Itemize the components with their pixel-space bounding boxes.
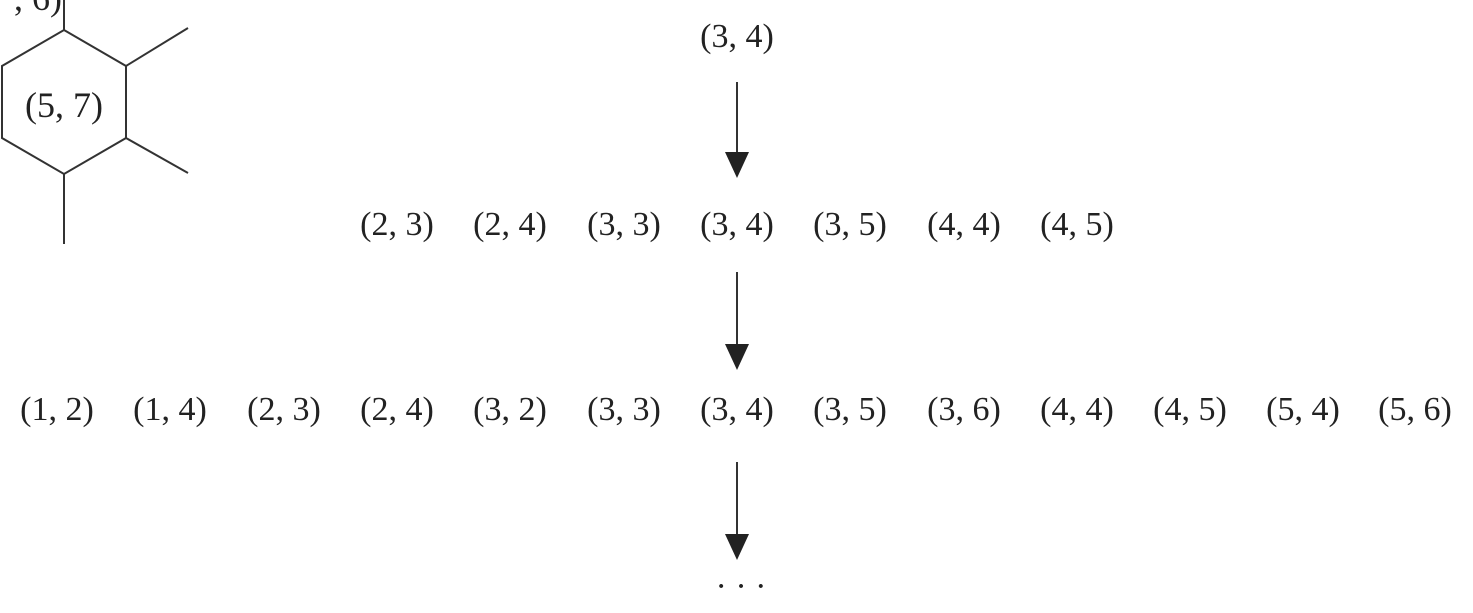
continuation-ellipsis: · · ·: [716, 568, 767, 605]
level-1-item: (4, 5): [1040, 206, 1114, 243]
level-1-item: (4, 4): [927, 206, 1001, 243]
arrow-3: [725, 462, 749, 560]
level-0-item: (3, 4): [700, 18, 774, 55]
level-2-item: (1, 4): [133, 391, 207, 428]
arrow-3-head: [725, 534, 749, 560]
level-1-row: (2, 3) (2, 4) (3, 3) (3, 4) (3, 5) (4, 4…: [360, 206, 1114, 243]
partial-label-mask: [0, 0, 62, 16]
level-2-item: (3, 2): [473, 391, 547, 428]
arrow-1-head: [725, 152, 749, 178]
level-2-item: (1, 2): [20, 391, 94, 428]
level-2-item: (2, 4): [360, 391, 434, 428]
level-0-row: (3, 4): [700, 18, 774, 55]
level-1-item: (3, 4): [700, 206, 774, 243]
level-2-item: (5, 4): [1266, 391, 1340, 428]
level-2-item: (4, 5): [1153, 391, 1227, 428]
hexagon-lower-right-stem: [125, 137, 189, 174]
hexagon-partial-label: , 6): [14, 0, 62, 18]
level-2-item: (5, 6): [1378, 391, 1452, 428]
hexagon-center-label: (5, 7): [25, 85, 103, 125]
level-2-item: (4, 4): [1040, 391, 1114, 428]
level-2-item: (2, 3): [247, 391, 321, 428]
level-2-row: (1, 2) (1, 4) (2, 3) (2, 4) (3, 2) (3, 3…: [20, 391, 1452, 428]
arrow-1: [725, 82, 749, 178]
level-2-item: (3, 4): [700, 391, 774, 428]
level-2-item: (3, 5): [813, 391, 887, 428]
level-1-item: (3, 5): [813, 206, 887, 243]
hexagon-fragment: , 6) (5, 7): [0, 0, 189, 244]
arrow-2: [725, 272, 749, 370]
level-2-item: (3, 3): [587, 391, 661, 428]
level-1-item: (2, 4): [473, 206, 547, 243]
level-2-item: (3, 6): [927, 391, 1001, 428]
arrow-2-head: [725, 344, 749, 370]
level-1-item: (3, 3): [587, 206, 661, 243]
hexagon-upper-right-stem: [125, 27, 189, 67]
level-1-item: (2, 3): [360, 206, 434, 243]
